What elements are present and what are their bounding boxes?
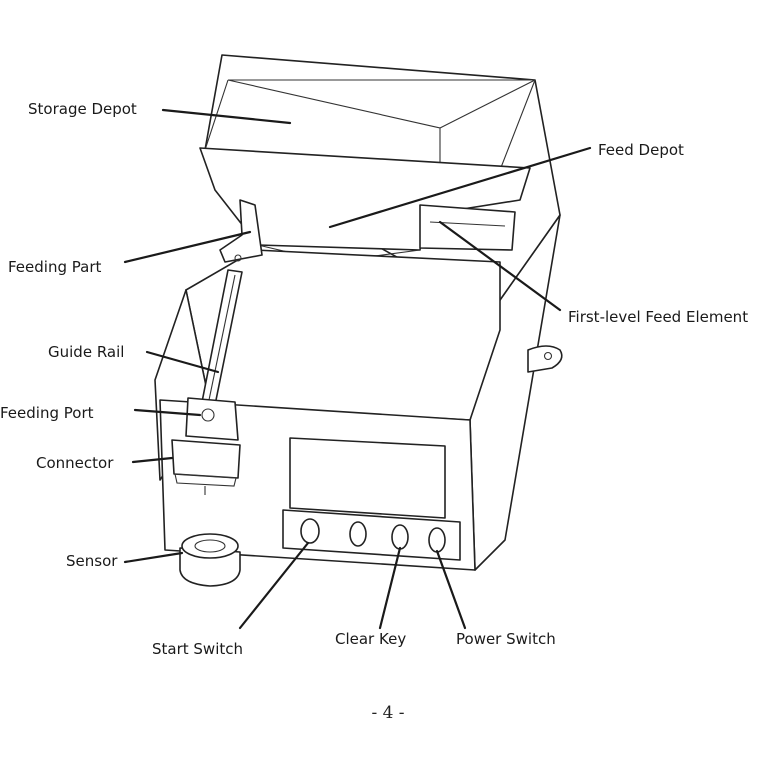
leader-clear-key: [378, 546, 402, 630]
leader-feed-depot: [328, 146, 592, 229]
leader-storage-depot: [161, 108, 292, 125]
leader-power-switch: [435, 549, 467, 630]
keypad-strip: [282, 509, 461, 561]
display-window: [289, 437, 446, 519]
connector: [171, 439, 241, 479]
bracket-screw: [234, 254, 242, 262]
start-switch-key: [300, 518, 320, 544]
mounting-ear: [527, 345, 563, 373]
leader-feeding-part: [123, 230, 252, 264]
first-level-feed-element: [419, 204, 516, 251]
label-storage-depot: Storage Depot: [28, 100, 137, 118]
label-first-level-feed-element: First-level Feed Element: [568, 308, 748, 326]
label-feeding-port: Feeding Port: [0, 404, 94, 422]
middle-key: [349, 521, 367, 547]
sensor: [179, 547, 241, 587]
connector-base: [174, 473, 237, 487]
leader-feeding-port: [133, 408, 202, 417]
clear-key-button: [391, 524, 409, 550]
label-clear-key: Clear Key: [335, 630, 406, 648]
hopper-edge-2: [439, 79, 536, 129]
feeding-part: [219, 199, 263, 263]
leader-connector: [131, 456, 174, 464]
label-feed-depot: Feed Depot: [598, 141, 684, 159]
labels: Storage Depot Feed Depot Feeding Part Fi…: [0, 100, 748, 658]
label-guide-rail: Guide Rail: [48, 343, 124, 361]
machine-illustration: [154, 54, 563, 587]
power-switch-key: [428, 527, 446, 553]
leader-sensor: [123, 551, 184, 564]
label-sensor: Sensor: [66, 552, 118, 570]
label-feeding-part: Feeding Part: [8, 258, 101, 276]
leader-lines: [123, 108, 592, 630]
leader-guide-rail: [145, 350, 220, 374]
mounting-hole: [543, 351, 553, 361]
label-start-switch: Start Switch: [152, 640, 243, 658]
rail-center: [208, 274, 236, 401]
label-connector: Connector: [36, 454, 114, 472]
port-hole: [201, 408, 215, 422]
page-number: - 4 -: [371, 703, 405, 723]
sensor-top: [181, 533, 239, 559]
leader-first-level: [438, 220, 562, 312]
label-power-switch: Power Switch: [456, 630, 556, 648]
leader-start-switch: [238, 541, 310, 630]
sensor-ring: [194, 539, 226, 553]
